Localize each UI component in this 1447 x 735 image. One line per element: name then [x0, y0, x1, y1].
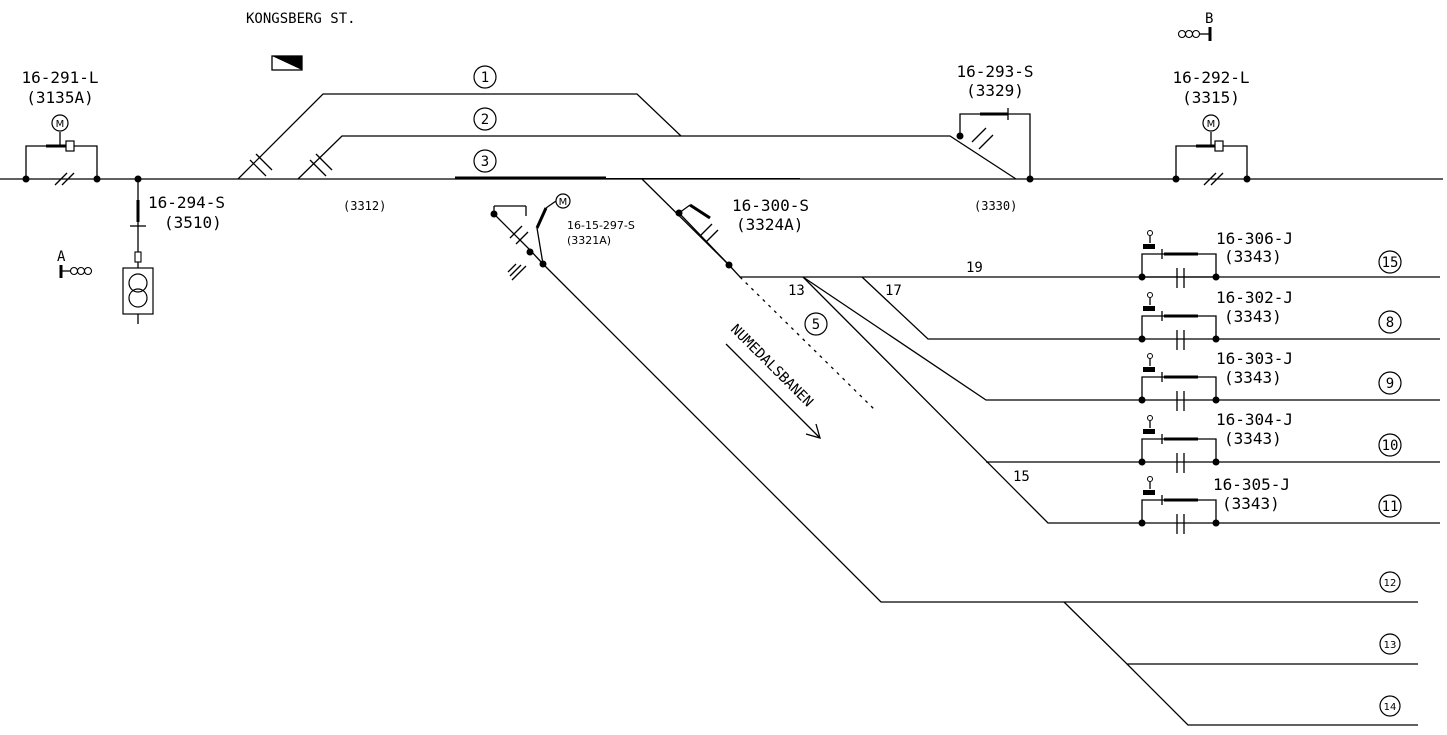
track-number-12: 12 — [1379, 571, 1401, 593]
svg-text:12: 12 — [1384, 578, 1397, 589]
svg-text:10: 10 — [1382, 438, 1399, 454]
switch-16-306-j[interactable] — [1138, 230, 1220, 289]
disconnector-16-294-s[interactable] — [130, 175, 146, 269]
section-3312: (3312) — [343, 199, 386, 213]
switch-294-code: (3510) — [164, 213, 222, 232]
switch-291-id: 16-291-L — [21, 68, 98, 87]
switch-16-291-l[interactable]: M — [22, 114, 101, 186]
track-number-8: 8 — [1378, 310, 1402, 334]
switch-306-code: (3343) — [1224, 247, 1282, 266]
svg-text:9: 9 — [1386, 376, 1394, 392]
svg-text:14: 14 — [1384, 702, 1397, 713]
svg-text:8: 8 — [1386, 315, 1394, 331]
switch-16-300-s[interactable] — [675, 203, 733, 269]
isolation-joints — [249, 153, 333, 177]
switch-16-304-j[interactable] — [1138, 415, 1220, 474]
switch-303-code: (3343) — [1224, 368, 1282, 387]
endpoint-b-icon — [1177, 27, 1212, 41]
switch-304-code: (3343) — [1224, 429, 1282, 448]
endpoint-b-label: B — [1205, 11, 1213, 27]
endpoint-a-icon — [59, 265, 93, 278]
track-number-5: 5 — [804, 312, 828, 336]
switch-number-17: 17 — [885, 283, 902, 299]
track-number-2: 2 — [473, 107, 497, 131]
switch-304-id: 16-304-J — [1216, 410, 1293, 429]
endpoint-a-label: A — [57, 249, 66, 265]
switch-293-id: 16-293-S — [956, 62, 1033, 81]
switch-302-code: (3343) — [1224, 307, 1282, 326]
track-number-11: 11 — [1378, 494, 1402, 518]
motor-icon: M — [1207, 119, 1216, 130]
switch-294-id: 16-294-S — [148, 193, 225, 212]
svg-text:5: 5 — [812, 317, 820, 333]
track-number-9: 9 — [1378, 371, 1402, 395]
switch-305-code: (3343) — [1222, 494, 1280, 513]
track-number-13: 13 — [1379, 633, 1401, 655]
track-2 — [297, 135, 1017, 180]
section-3330: (3330) — [974, 199, 1017, 213]
switch-16-292-l[interactable]: M — [1172, 114, 1251, 186]
line-label: NUMEDALSBANEN — [727, 322, 816, 411]
switch-300-id: 16-300-S — [732, 196, 809, 215]
track-number-3: 3 — [473, 149, 497, 173]
switch-16-305-j[interactable] — [1138, 476, 1220, 535]
station-signal-icon — [271, 55, 303, 71]
switch-291-code: (3135A) — [26, 88, 93, 107]
switch-300-code: (3324A) — [736, 215, 803, 234]
switch-303-id: 16-303-J — [1216, 349, 1293, 368]
station-name: KONGSBERG ST. — [246, 11, 356, 27]
switch-292-code: (3315) — [1182, 88, 1240, 107]
switch-306-id: 16-306-J — [1216, 229, 1293, 248]
svg-text:1: 1 — [481, 70, 489, 86]
transformer-icon — [122, 267, 154, 324]
switch-number-19: 19 — [966, 260, 983, 276]
switch-293-code: (3329) — [966, 81, 1024, 100]
switch-305-id: 16-305-J — [1213, 475, 1290, 494]
numedalsbanen-label-group: NUMEDALSBANEN — [725, 322, 821, 439]
track-number-14: 14 — [1379, 695, 1401, 717]
motor-icon: M — [559, 197, 568, 208]
track-1 — [237, 93, 682, 180]
svg-text:3: 3 — [481, 154, 489, 170]
switch-16-293-s[interactable] — [956, 108, 1034, 183]
switch-number-15: 15 — [1013, 469, 1030, 485]
switch-302-id: 16-302-J — [1216, 288, 1293, 307]
svg-text:15: 15 — [1382, 255, 1399, 271]
switch-297-id: 16-15-297-S — [567, 219, 635, 232]
switch-number-13: 13 — [788, 283, 805, 299]
motor-icon: M — [56, 119, 65, 130]
switch-16-15-297-s[interactable]: M — [490, 193, 571, 281]
switch-16-302-j[interactable] — [1138, 292, 1220, 351]
track-number-15: 15 — [1378, 250, 1402, 274]
switch-292-id: 16-292-L — [1172, 68, 1249, 87]
svg-text:11: 11 — [1382, 499, 1399, 515]
track-number-1: 1 — [473, 65, 497, 89]
track-12-diagonal — [542, 263, 1418, 603]
svg-text:13: 13 — [1384, 640, 1397, 651]
branch-numedal — [641, 178, 1440, 278]
svg-text:2: 2 — [481, 112, 489, 128]
switch-297-code: (3321A) — [567, 234, 611, 247]
track-number-10: 10 — [1378, 433, 1402, 457]
switch-16-303-j[interactable] — [1138, 353, 1220, 412]
